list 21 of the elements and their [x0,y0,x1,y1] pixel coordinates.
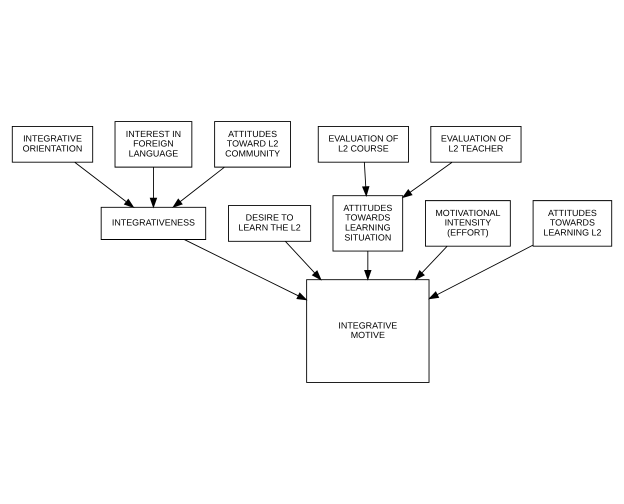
node-box: DESIRE TO LEARN THE L2 [228,205,312,242]
arrow [428,244,534,300]
arrow [362,162,370,198]
arrow [402,162,452,198]
node-box: INTEREST IN FOREIGN LANGUAGE [114,121,192,168]
node-box: MOTIVATIONAL INTENSITY (EFFORT) [425,200,511,247]
node-box: ATTITUDES TOWARD L2 COMMUNITY [214,121,291,168]
arrow [184,239,308,300]
arrow [74,162,135,208]
node-box: ATTITUDES TOWARDS LEARNING SITUATION [332,195,404,252]
arrow [172,166,225,208]
node-box: INTEGRATIVE MOTIVE [306,279,430,383]
arrow [150,166,158,208]
node-box: INTEGRATIVENESS [100,206,206,240]
arrow [364,250,372,281]
arrow [414,246,448,280]
node-box: EVALUATION OF L2 TEACHER [430,126,522,163]
node-box: EVALUATION OF L2 COURSE [318,126,409,163]
node-box: INTEGRATIVE ORIENTATION [12,126,94,163]
node-box: ATTITUDES TOWARDS LEARNING L2 [532,200,612,247]
arrow [284,240,322,281]
